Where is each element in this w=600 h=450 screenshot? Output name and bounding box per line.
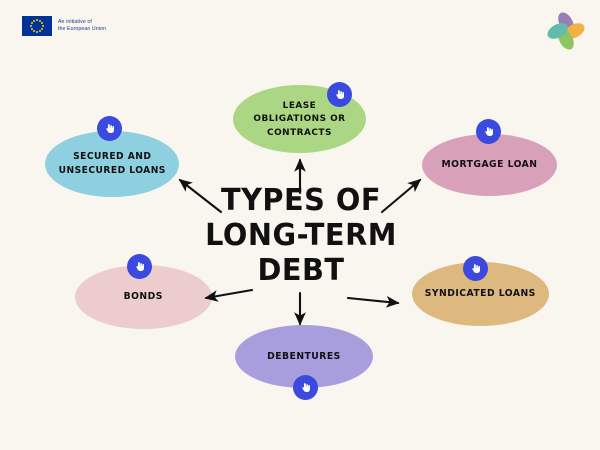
pinwheel-logo-icon (544, 9, 588, 53)
tap-cursor-icon[interactable] (476, 119, 501, 144)
bubble-label: MORTGAGE LOAN (441, 159, 538, 171)
bubble-label: LEASE OBLIGATIONS OR CONTRACTS (253, 99, 346, 138)
bubble-label: SYNDICATED LOANS (424, 288, 537, 300)
page-title: TYPES OF LONG-TERM DEBT (205, 183, 397, 289)
arrow-right (346, 295, 400, 308)
tap-cursor-icon[interactable] (293, 375, 318, 400)
tap-cursor-icon[interactable] (127, 254, 152, 279)
eu-initiative-label: An initiative of the European Union (58, 18, 106, 32)
bubble-label: SECURED AND UNSECURED LOANS (58, 151, 166, 176)
arrow-left (204, 288, 254, 302)
eu-flag-icon (22, 16, 52, 36)
bubble-secured-and-unsecured-loans[interactable]: SECURED AND UNSECURED LOANS (45, 131, 179, 197)
bubble-label: BONDS (123, 291, 164, 303)
tap-cursor-icon[interactable] (97, 116, 122, 141)
bubble-mortgage-loan[interactable]: MORTGAGE LOAN (422, 134, 557, 196)
eu-initiative-badge: An initiative of the European Union (22, 16, 106, 36)
bubble-label: DEBENTURES (267, 350, 341, 362)
tap-cursor-icon[interactable] (327, 82, 352, 107)
tap-cursor-icon[interactable] (463, 256, 488, 281)
